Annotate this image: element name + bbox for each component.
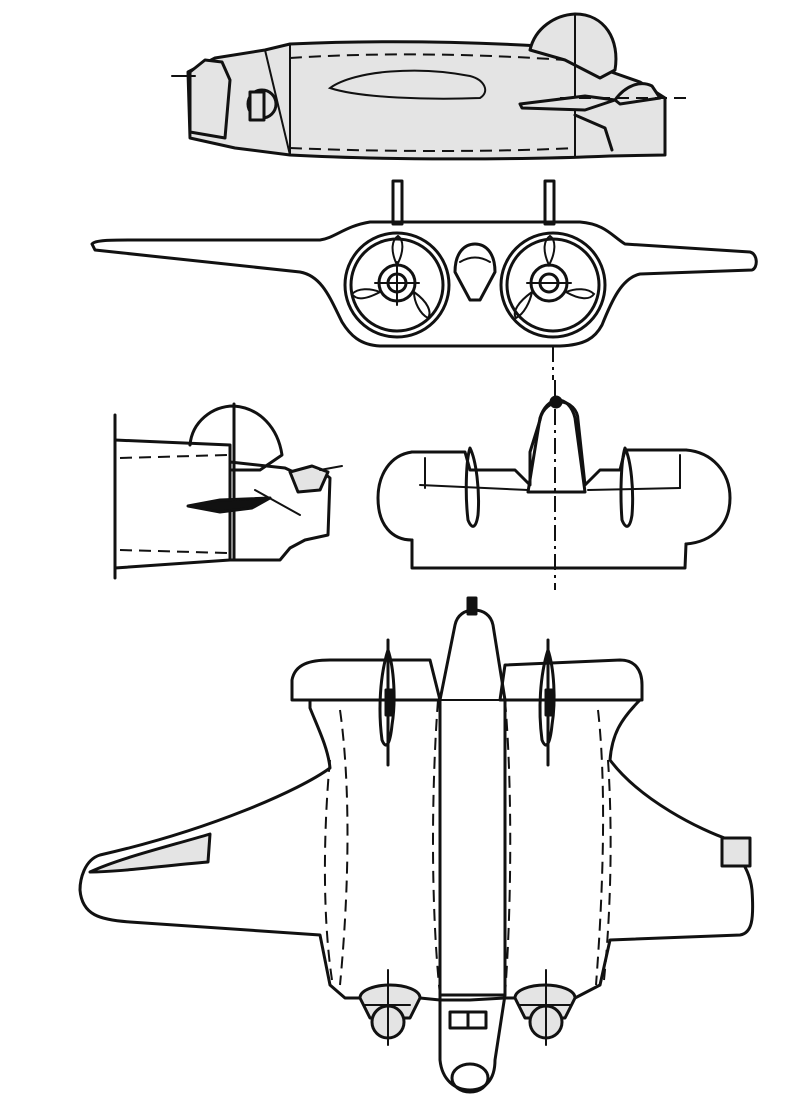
rear-detail-right-wing bbox=[684, 448, 732, 546]
front-view-canopy bbox=[453, 242, 497, 302]
front-view-fin-left bbox=[391, 179, 404, 226]
side-view bbox=[171, 12, 690, 161]
plan-view-wingtip-right bbox=[720, 836, 752, 868]
front-view-fin-right bbox=[543, 179, 556, 226]
plan-view-fuselage bbox=[438, 608, 507, 997]
side-view-canopy bbox=[327, 69, 487, 100]
plan-view-nose-probe bbox=[466, 596, 478, 616]
plan-view-tailplane-left bbox=[290, 658, 442, 702]
plan-view-outline bbox=[78, 698, 755, 1002]
plan-view-wingtip-left bbox=[88, 832, 212, 874]
tail-side-detail bbox=[113, 402, 343, 580]
plan-view-rear-engine-left bbox=[358, 969, 422, 1046]
front-view-propeller-right bbox=[499, 231, 607, 339]
side-view-tailplane bbox=[518, 94, 617, 112]
rear-detail-left-wing bbox=[376, 450, 414, 542]
front-view-wing-and-body bbox=[90, 220, 758, 348]
plan-view-tailplane-right bbox=[498, 658, 644, 702]
side-view-nose bbox=[188, 58, 232, 140]
tail-detail-tailplane bbox=[186, 496, 272, 514]
side-view-fin bbox=[528, 12, 618, 80]
rear-plan-detail bbox=[376, 380, 732, 590]
tail-detail-fin bbox=[188, 404, 284, 472]
plan-view-rear-engine-right bbox=[513, 969, 577, 1046]
front-view bbox=[90, 179, 758, 380]
plan-view bbox=[78, 596, 755, 1094]
front-view-propeller-left bbox=[343, 231, 451, 339]
